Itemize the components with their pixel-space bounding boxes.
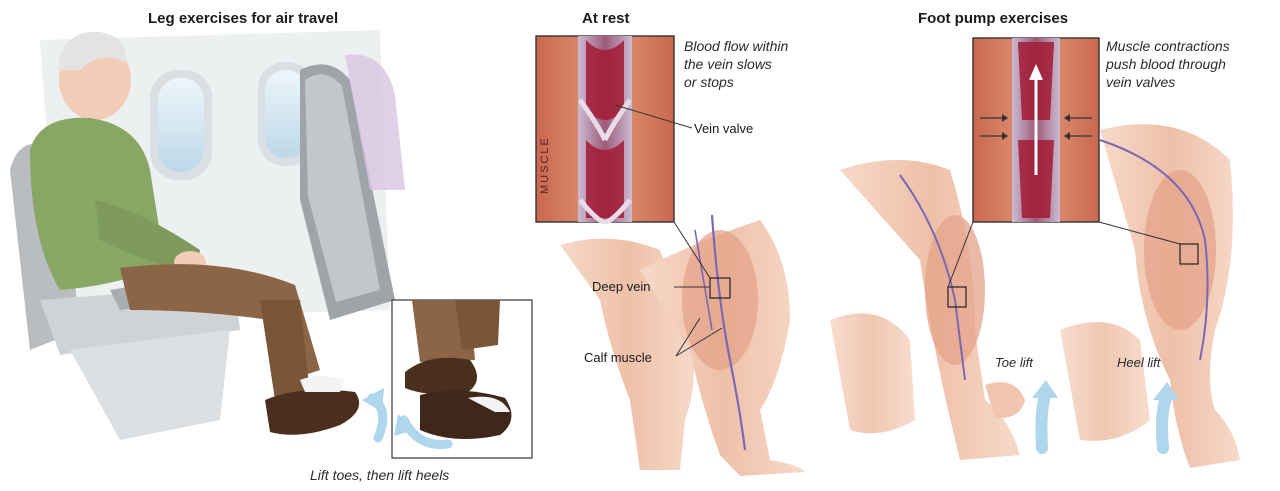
caption-toes-heels: Lift toes, then lift heels: [310, 467, 449, 483]
note-blood-flow-line2: the vein slows: [684, 55, 844, 73]
note-muscle-line1: Muscle contractions: [1106, 37, 1276, 55]
note-blood-flow-line1: Blood flow within: [684, 37, 844, 55]
note-blood-flow-line3: or stops: [684, 73, 844, 91]
callout-calf-muscle: Calf muscle: [584, 350, 652, 365]
passenger-shoe: [265, 390, 359, 435]
muscle-inset-label: MUSCLE: [539, 104, 569, 194]
note-blood-flow: Blood flow within the vein slows or stop…: [684, 37, 844, 91]
callout-deep-vein: Deep vein: [592, 279, 651, 294]
airplane-window-1: [158, 78, 204, 172]
note-muscle-contractions: Muscle contractions push blood through v…: [1106, 37, 1276, 91]
callout-vein-valve: Vein valve: [694, 121, 753, 136]
note-muscle-line3: vein valves: [1106, 73, 1276, 91]
label-heel-lift: Heel lift: [1117, 355, 1160, 370]
title-air-travel: Leg exercises for air travel: [148, 10, 338, 27]
note-muscle-line2: push blood through: [1106, 55, 1276, 73]
title-foot-pump: Foot pump exercises: [918, 10, 1068, 27]
title-at-rest: At rest: [582, 10, 630, 27]
label-toe-lift: Toe lift: [995, 355, 1033, 370]
